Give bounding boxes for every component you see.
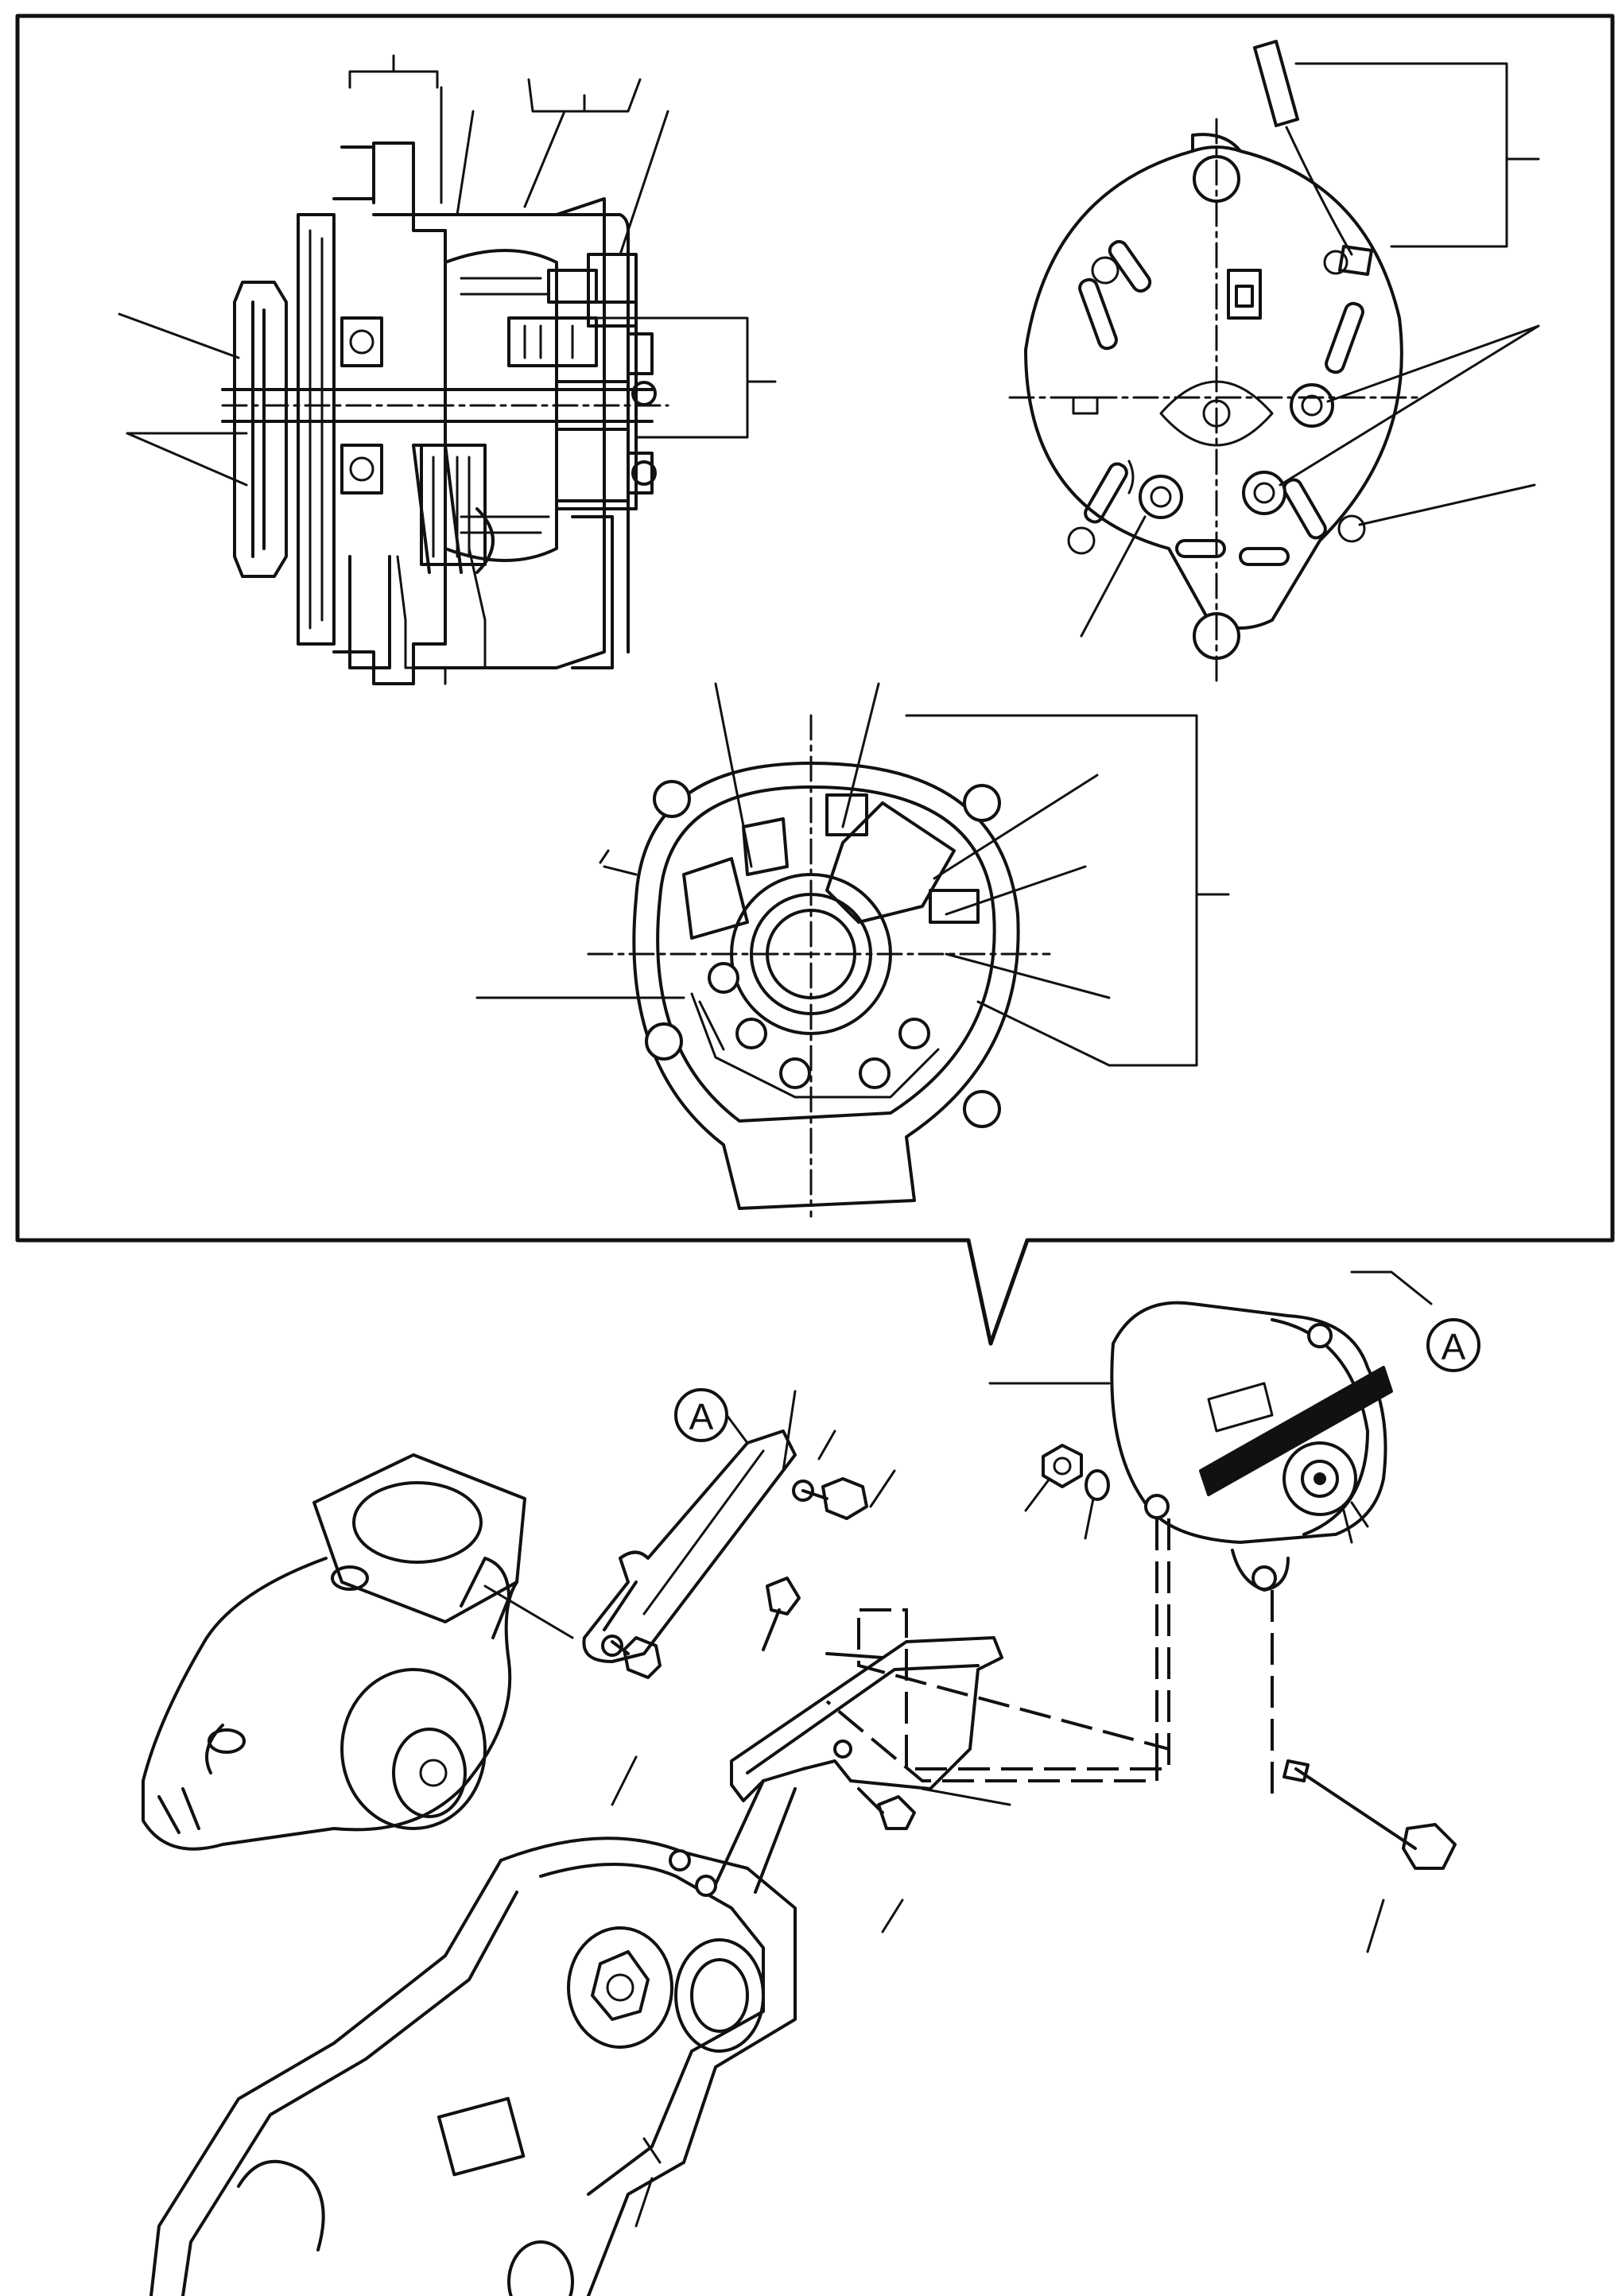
- mounting-bracket: [714, 1577, 1457, 1894]
- alternator-assembly: [1042, 1301, 1393, 1592]
- callout-a-top: A: [1426, 1318, 1480, 1372]
- alternator-rear-view: [1008, 40, 1540, 685]
- callout-a-top-label: A: [1442, 1326, 1466, 1367]
- assembly-lines: [483, 1270, 1433, 1953]
- water-pump: [142, 1453, 526, 1851]
- callout-a-bracket-label: A: [689, 1396, 714, 1437]
- alternator-internal-view: [475, 682, 1230, 1218]
- callout-a-bracket: A: [674, 1388, 749, 1445]
- adjusting-plate: [582, 1429, 868, 1679]
- timing-gear-case: [149, 1836, 797, 2296]
- detail-frame: [15, 14, 1615, 1346]
- alternator-section-view: [118, 54, 777, 685]
